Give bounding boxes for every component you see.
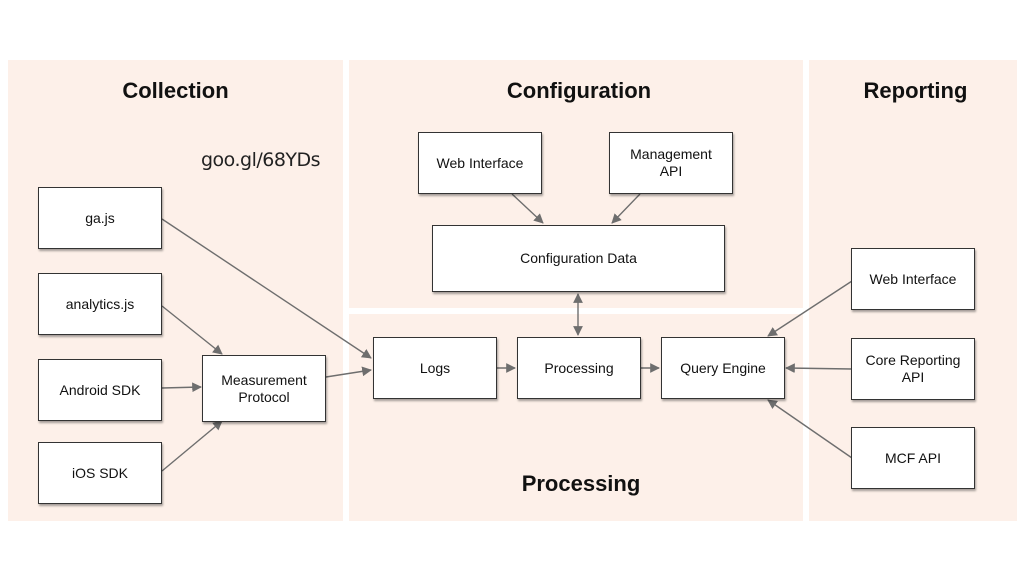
logs-node: Logs — [373, 337, 497, 399]
arrow-corereporting-to-queryengine — [785, 363, 853, 374]
configuration-title: Configuration — [506, 78, 652, 103]
processing-title: Processing — [521, 471, 641, 496]
arrow-reportwebinterface-to-queryengine — [767, 280, 853, 337]
android-sdk-node: Android SDK — [38, 359, 162, 421]
arrow-mcfapi-to-queryengine — [767, 399, 853, 459]
configuration-data-node: Configuration Data — [432, 225, 725, 292]
query-engine-node: Query Engine — [661, 337, 785, 399]
measurement-protocol-node: Measurement Protocol — [202, 355, 326, 422]
management-api-node: Management API — [609, 132, 733, 194]
config-web-interface-node: Web Interface — [418, 132, 542, 194]
reporting-title: Reporting — [863, 78, 968, 103]
analytics-js-node: analytics.js — [38, 273, 162, 335]
arrow-analyticsjs-to-measurement — [161, 305, 223, 355]
collection-title: Collection — [122, 78, 229, 103]
report-web-interface-node: Web Interface — [851, 248, 975, 310]
mcf-api-node: MCF API — [851, 427, 975, 489]
processing-node: Processing — [517, 337, 641, 399]
short-link: goo.gl/68YDs — [201, 149, 321, 171]
ga-js-node: ga.js — [38, 187, 162, 249]
ios-sdk-node: iOS SDK — [38, 442, 162, 504]
arrow-android-to-measurement — [161, 382, 202, 393]
arrow-gajs-to-logs — [161, 218, 372, 359]
arrow-measurement-to-logs — [325, 366, 372, 378]
core-reporting-api-node: Core Reporting API — [851, 338, 975, 400]
arrow-ios-to-measurement — [161, 420, 223, 472]
arrow-managementapi-to-configdata — [611, 193, 641, 224]
arrow-webinterface-to-configdata — [511, 193, 544, 224]
